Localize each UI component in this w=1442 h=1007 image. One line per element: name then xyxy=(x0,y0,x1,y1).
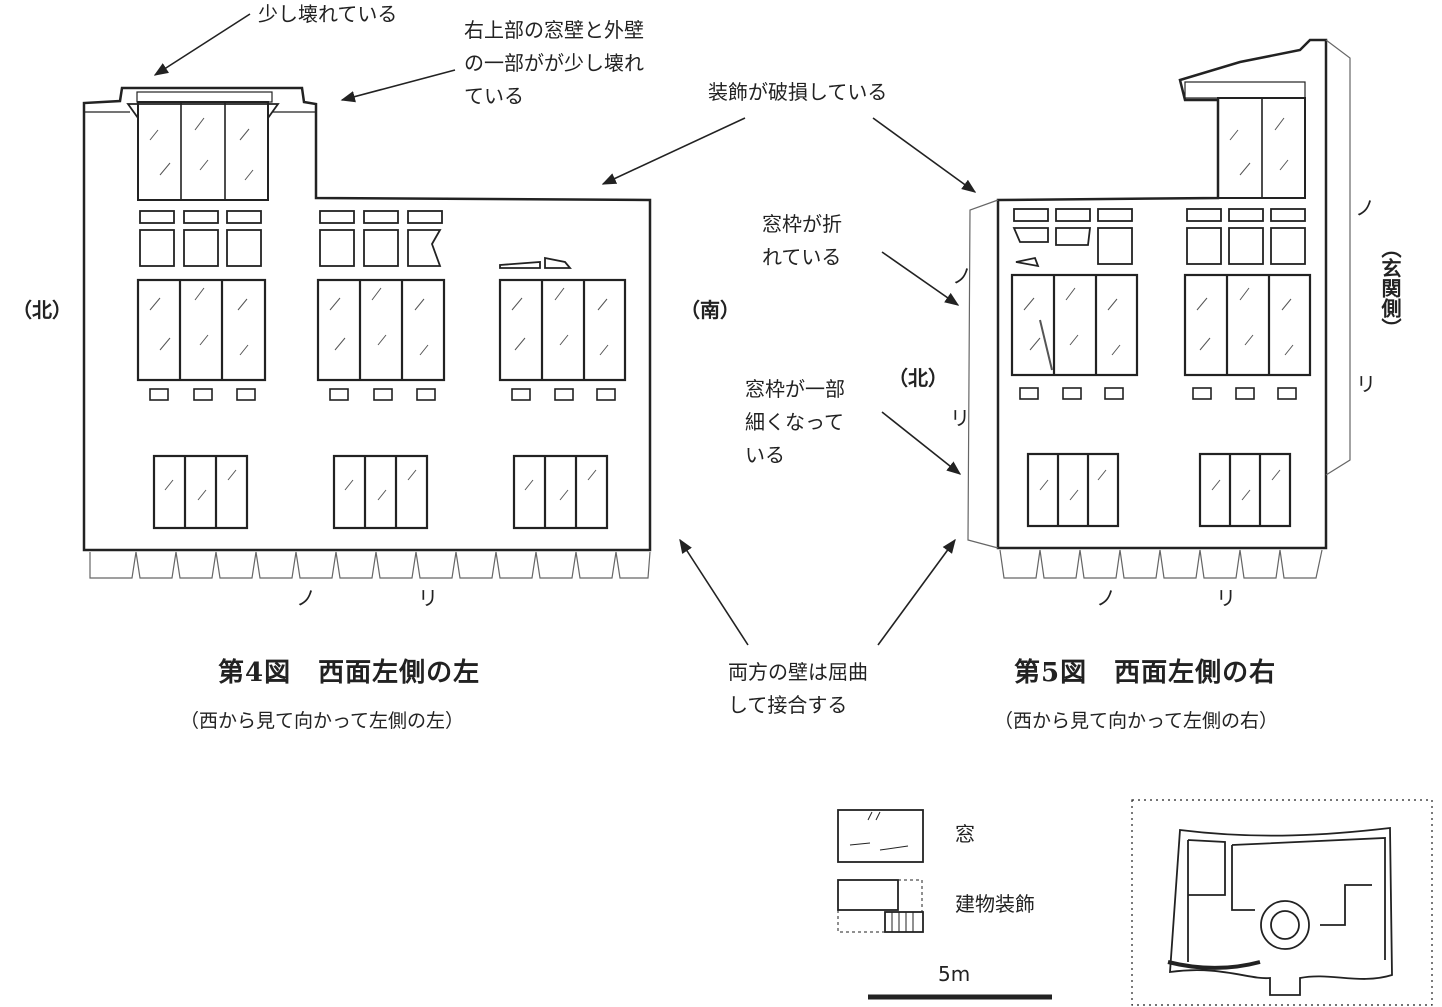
annotation-slightly-broken: 少し壊れている xyxy=(258,2,398,26)
figure4-vents xyxy=(149,388,616,401)
figure4-glass-hatching xyxy=(149,117,609,501)
key-plan-map xyxy=(1131,799,1433,1006)
figure5-decor-windows xyxy=(1012,208,1306,268)
figure5-entrance-label: （玄関側） xyxy=(1378,238,1402,338)
figure5-north-label: （北） xyxy=(888,366,948,390)
legend-window-label: 窓 xyxy=(955,822,975,846)
figure5-title: 第5図 西面左側の右 xyxy=(1014,658,1277,688)
legend-symbols xyxy=(837,809,924,933)
figure5-glass-hatching xyxy=(1023,117,1294,501)
figure5-no-mark-right: ノ xyxy=(1355,196,1375,220)
figure5-no-mark: ノ xyxy=(1096,586,1116,610)
annotation-arrows xyxy=(153,13,977,646)
figure4-south-label: （南） xyxy=(680,298,740,322)
figure5-no-mark-left: ノ xyxy=(952,264,972,288)
figure4-decor-windows xyxy=(139,210,572,269)
figure5-subtitle: （西から見て向かって左側の右） xyxy=(994,710,1279,732)
figure4-title: 第4図 西面左側の左 xyxy=(218,658,481,688)
figure4-cornice xyxy=(89,551,651,579)
figure5-ri-mark: リ xyxy=(1216,586,1236,610)
figure5-large-windows xyxy=(1010,273,1312,528)
annotation-walls-joined: 両方の壁は屈曲 して接合する xyxy=(728,660,868,717)
figure4-ri-mark: リ xyxy=(418,586,438,610)
figure5-building xyxy=(967,38,1351,550)
annotation-upper-right-broken: 右上部の窓壁と外壁 の一部がが少し壊れ ている xyxy=(464,18,644,108)
annotation-frame-broken: 窓枠が折 れている xyxy=(762,212,842,269)
figure4-large-windows xyxy=(136,278,627,530)
figure5-vents xyxy=(1019,387,1297,400)
figure4-subtitle: （西から見て向かって左側の左） xyxy=(180,710,465,732)
scale-label: 5m xyxy=(938,962,971,986)
figure4-no-mark: ノ xyxy=(296,586,316,610)
annotation-frame-thin: 窓枠が一部 細くなって いる xyxy=(745,377,845,467)
legend-decoration-label: 建物装飾 xyxy=(955,892,1035,916)
figure5-ri-mark-right: リ xyxy=(1356,372,1376,396)
annotation-decor-damaged: 装飾が破損している xyxy=(708,80,888,104)
figure5-cornice xyxy=(999,549,1323,579)
figure4-north-label: （北） xyxy=(12,298,72,322)
figure4-building xyxy=(82,86,652,552)
figure5-ri-mark-left: リ xyxy=(950,406,970,430)
